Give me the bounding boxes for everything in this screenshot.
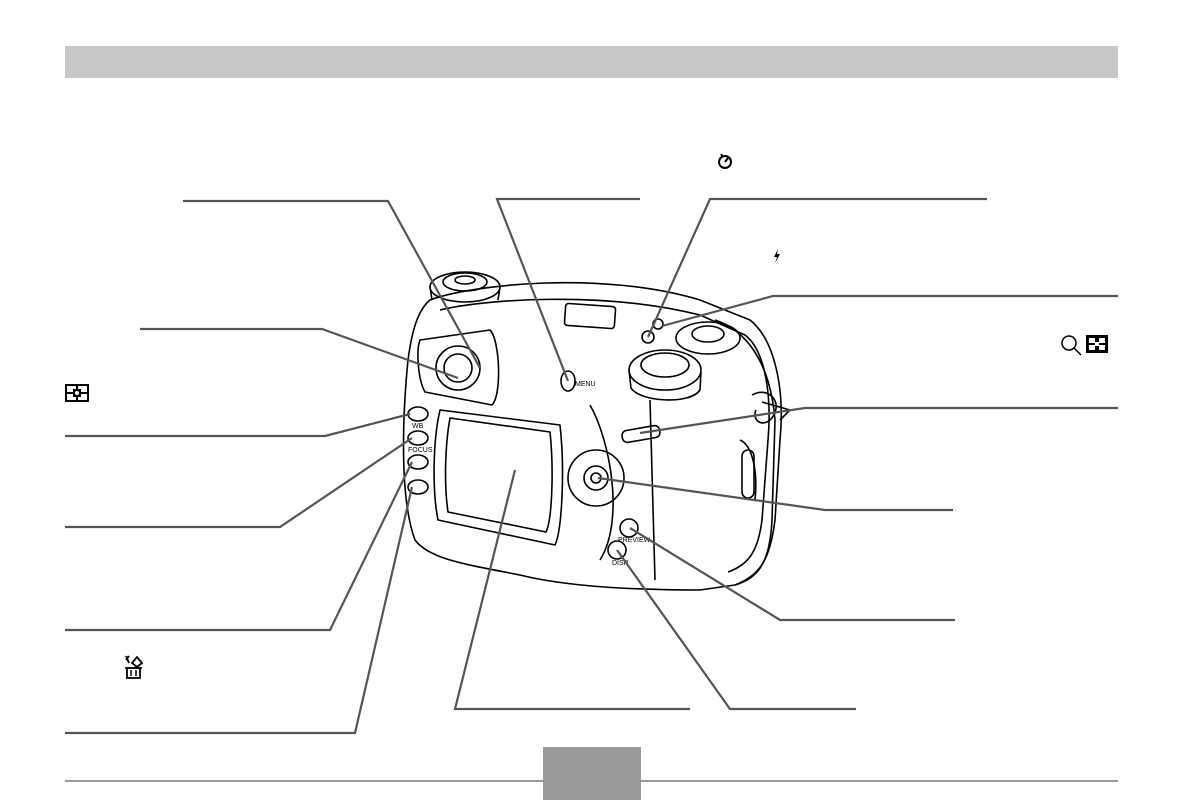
leader-line	[65, 461, 413, 632]
leader-line	[495, 197, 640, 382]
page-number-tab	[543, 747, 641, 800]
svg-text:MENU: MENU	[575, 381, 596, 388]
leader-line	[629, 527, 955, 622]
flash-icon	[773, 249, 781, 267]
leader-line	[65, 437, 413, 529]
metering-icon	[65, 384, 89, 406]
zoom-magnify-icon	[1060, 334, 1082, 360]
svg-text:FOCUS: FOCUS	[408, 447, 433, 454]
header-bar	[65, 46, 1118, 78]
leader-line	[453, 469, 690, 711]
leader-line	[65, 486, 414, 735]
footer-rule	[65, 780, 1118, 782]
leader-lines	[65, 197, 1118, 735]
camera-body	[402, 281, 783, 591]
thumbnail-grid-icon	[1086, 335, 1108, 357]
svg-text:PREVIEW: PREVIEW	[618, 537, 651, 544]
self-timer-icon	[717, 153, 733, 173]
leader-line	[661, 294, 1118, 328]
lcd-monitor	[433, 409, 564, 546]
leader-line	[616, 549, 856, 711]
leader-line	[65, 412, 411, 438]
leader-line	[183, 199, 481, 369]
leader-line	[140, 327, 459, 380]
leader-line	[646, 197, 987, 338]
leader-line	[639, 406, 1118, 435]
delete-protect-icon	[124, 655, 144, 683]
leader-line	[597, 476, 953, 512]
svg-text:WB: WB	[412, 423, 424, 430]
svg-text:DISP: DISP	[612, 560, 629, 567]
